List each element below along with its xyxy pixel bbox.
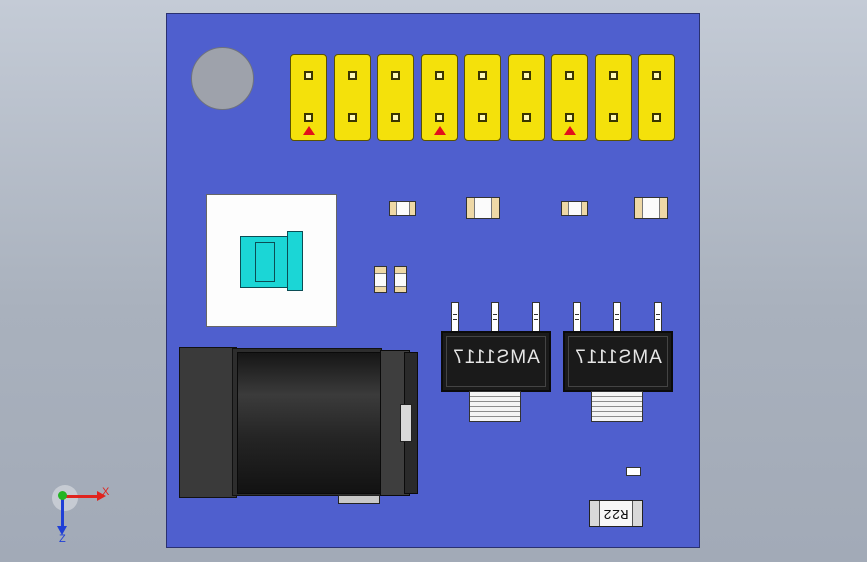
pin1-marker-icon — [303, 126, 315, 135]
switch-slider — [255, 242, 275, 282]
axis-triad: X Z — [44, 478, 124, 548]
pin-pad — [565, 113, 574, 122]
dc-jack-foot — [338, 495, 380, 504]
pin-pad — [565, 71, 574, 80]
pin-pad — [609, 71, 618, 80]
switch-cap — [287, 231, 303, 291]
regulator-body: AMS1117 — [441, 331, 551, 392]
pad-left — [467, 198, 476, 218]
dc-jack-flange[interactable] — [179, 347, 237, 498]
header-pin[interactable] — [508, 54, 545, 141]
x-arrowhead-icon — [97, 491, 106, 501]
header-pin[interactable] — [595, 54, 632, 141]
pad-right — [490, 198, 499, 218]
regulator-lead — [613, 302, 621, 332]
pad-top — [395, 267, 406, 274]
z-axis-arrow-icon — [61, 496, 64, 529]
pad-bottom — [395, 285, 406, 292]
pin1-marker-icon — [564, 126, 576, 135]
dc-jack-barrel[interactable] — [237, 352, 407, 494]
x-axis-arrow-icon — [64, 495, 98, 498]
voltage-regulator[interactable]: AMS1117 — [563, 302, 673, 422]
slide-switch[interactable] — [240, 231, 304, 291]
smd-resistor[interactable] — [389, 201, 416, 216]
header-pin[interactable] — [551, 54, 588, 141]
dc-jack-pin — [400, 404, 412, 442]
pad-left — [562, 202, 569, 215]
pad-right — [658, 198, 667, 218]
regulator-lead — [532, 302, 540, 332]
pad-left — [390, 202, 397, 215]
pin-pad — [391, 113, 400, 122]
pin-pad — [304, 113, 313, 122]
regulator-label: AMS1117 — [574, 347, 662, 368]
header-pin[interactable] — [334, 54, 371, 141]
mounting-hole — [191, 47, 254, 110]
header-pin[interactable] — [290, 54, 327, 141]
pad-right — [580, 202, 587, 215]
z-arrowhead-icon — [57, 526, 67, 535]
pin-pad — [435, 71, 444, 80]
pad-bottom — [375, 285, 386, 292]
origin-dot-icon — [58, 491, 67, 500]
regulator-lead — [491, 302, 499, 332]
voltage-regulator[interactable]: AMS1117 — [441, 302, 551, 422]
pad-top — [375, 267, 386, 274]
pad-left — [635, 198, 644, 218]
pin-pad — [435, 113, 444, 122]
smd-resistor[interactable] — [561, 201, 588, 216]
pin-pad — [478, 113, 487, 122]
pin-pad — [391, 71, 400, 80]
smd-resistor-vertical[interactable] — [374, 266, 387, 293]
regulator-tab — [469, 391, 521, 422]
header-pin[interactable] — [464, 54, 501, 141]
pin-pad — [652, 71, 661, 80]
pin-pad — [609, 113, 618, 122]
test-pad[interactable] — [626, 467, 641, 476]
pin-pad — [478, 71, 487, 80]
regulator-lead — [573, 302, 581, 332]
pin-pad — [522, 71, 531, 80]
pin-pad — [522, 113, 531, 122]
header-pin[interactable] — [638, 54, 675, 141]
header-pin[interactable] — [377, 54, 414, 141]
pin-pad — [348, 71, 357, 80]
smd-resistor-vertical[interactable] — [394, 266, 407, 293]
pin-header[interactable] — [288, 54, 678, 143]
regulator-label: AMS1117 — [452, 347, 540, 368]
pin-pad — [348, 113, 357, 122]
resistor-label: R22 — [603, 505, 629, 521]
pad-right — [632, 501, 642, 526]
pin1-marker-icon — [434, 126, 446, 135]
resistor-r22[interactable]: R22 — [589, 500, 643, 527]
regulator-lead — [451, 302, 459, 332]
pad-left — [590, 501, 600, 526]
smd-capacitor[interactable] — [466, 197, 500, 219]
regulator-tab — [591, 391, 643, 422]
regulator-lead — [654, 302, 662, 332]
pin-pad — [652, 113, 661, 122]
pin-pad — [304, 71, 313, 80]
header-pin[interactable] — [421, 54, 458, 141]
x-axis-label: X — [102, 486, 110, 498]
regulator-body: AMS1117 — [563, 331, 673, 392]
pad-right — [408, 202, 415, 215]
smd-capacitor[interactable] — [634, 197, 668, 219]
z-axis-label: Z — [59, 533, 66, 545]
